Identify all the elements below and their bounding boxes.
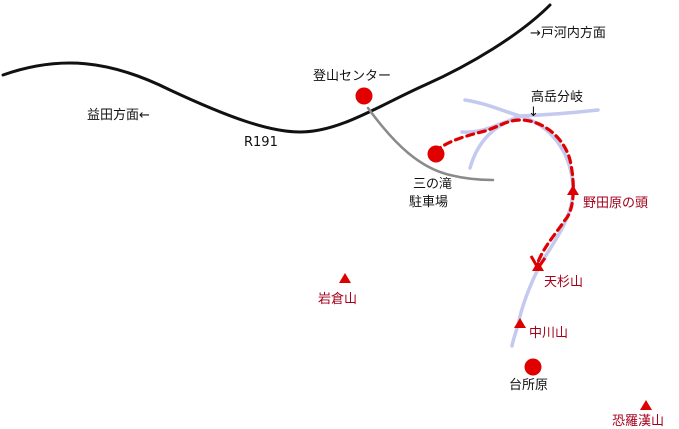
access-road-to-parking — [366, 106, 495, 182]
noharabara-peak-icon — [567, 185, 579, 195]
sannotaki-label: 三の滝 — [413, 177, 452, 192]
osorakanzan-label: 恐羅漢山 — [612, 414, 664, 429]
takadake-fork-label: 高岳分岐 — [531, 89, 583, 105]
daidokorobara-label: 台所原 — [509, 378, 548, 393]
trail-upper-left — [463, 98, 522, 118]
osorakanzan-peak-icon — [640, 400, 652, 410]
road-number-label: R191 — [244, 135, 278, 150]
noharabara-label: 野田原の頭 — [583, 196, 648, 211]
amasugiyama-label: 天杉山 — [544, 275, 583, 290]
nakagawayama-peak-icon — [514, 318, 526, 328]
fork-arrow-icon: ↓ — [528, 105, 539, 120]
tozan-center-label: 登山センター — [313, 69, 391, 84]
trail-upper-right — [518, 108, 600, 118]
hiking-route — [433, 118, 575, 264]
trail-network — [460, 98, 600, 348]
parking-label: 駐車場 — [409, 195, 448, 210]
trail-main-ridge — [510, 114, 575, 348]
nakagawayama-label: 中川山 — [529, 326, 568, 341]
road-r191 — [1, 3, 552, 134]
direction-east-label: →戸河内方面 — [530, 25, 606, 41]
trail-left-branch — [468, 114, 522, 170]
daidokorobara-marker — [524, 358, 542, 376]
amasugiyama-peak-icon — [532, 261, 544, 271]
direction-west-label: 益田方面← — [87, 107, 150, 123]
tozan-center-marker — [355, 87, 373, 105]
iwakurayama-label: 岩倉山 — [318, 292, 357, 307]
sannotaki-parking-marker — [427, 145, 445, 163]
iwakurayama-peak-icon — [339, 273, 351, 283]
